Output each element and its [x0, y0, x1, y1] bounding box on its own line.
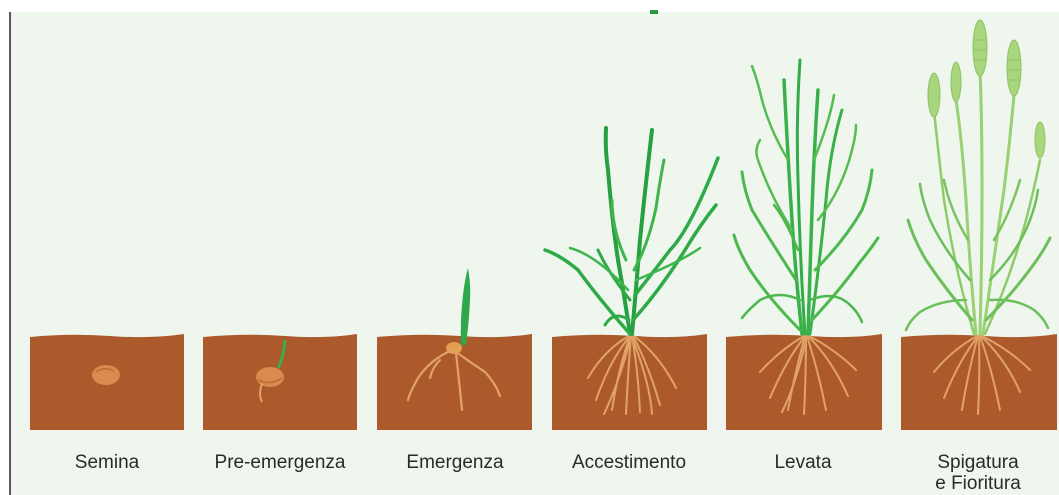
label-spigatura: Spigatura e Fioritura — [893, 452, 1059, 494]
label-pre-emergenza: Pre-emergenza — [195, 452, 365, 473]
label-spigatura-line-2: e Fioritura — [893, 473, 1059, 494]
label-pre-emergenza-line-1: Pre-emergenza — [195, 452, 365, 473]
top-mark — [650, 10, 658, 14]
label-emergenza: Emergenza — [370, 452, 540, 473]
label-accestimento-line-1: Accestimento — [544, 452, 714, 473]
label-levata-line-1: Levata — [718, 452, 888, 473]
label-spigatura-line-1: Spigatura — [893, 452, 1059, 473]
label-semina-line-1: Semina — [22, 452, 192, 473]
label-accestimento: Accestimento — [544, 452, 714, 473]
seed-semina — [92, 365, 120, 385]
label-semina: Semina — [22, 452, 192, 473]
label-levata: Levata — [718, 452, 888, 473]
label-emergenza-line-1: Emergenza — [370, 452, 540, 473]
